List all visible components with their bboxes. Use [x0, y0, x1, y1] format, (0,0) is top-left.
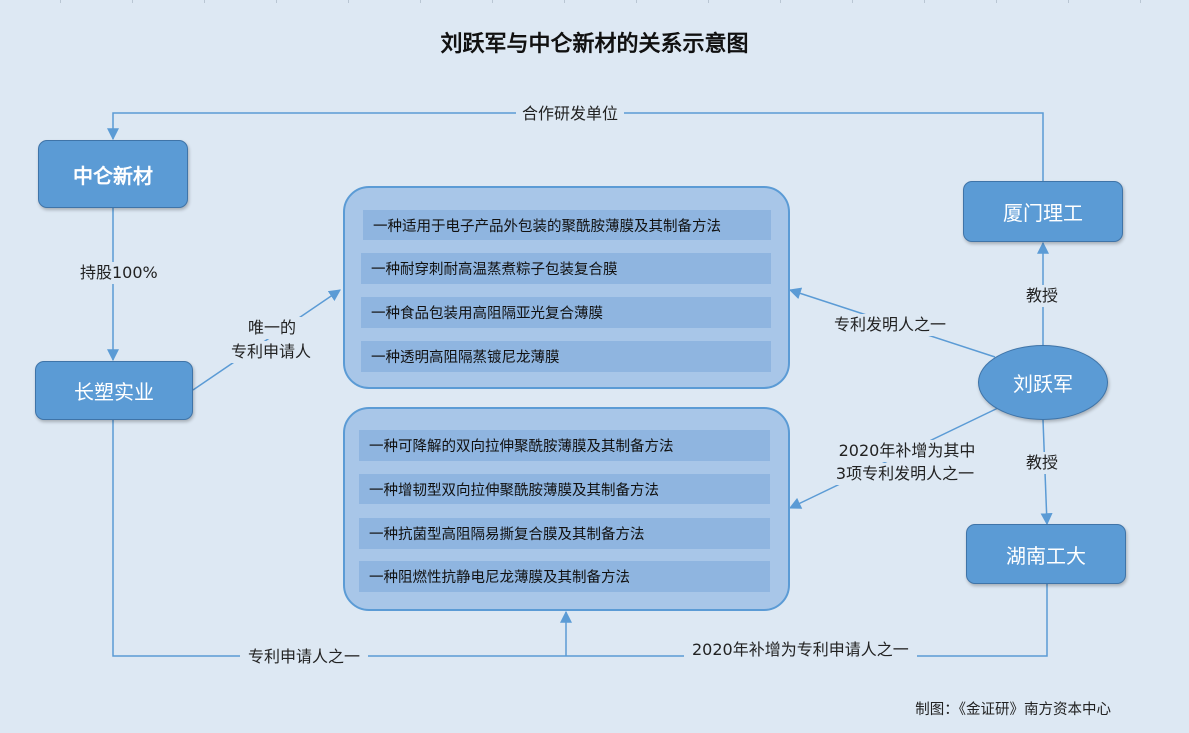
patent-item: 一种抗菌型高阻隔易撕复合膜及其制备方法	[359, 518, 770, 549]
label-inventor: 专利发明人之一	[830, 314, 951, 336]
credit-text: 制图：《金证研》南方资本中心	[915, 702, 1111, 718]
patent-item: 一种食品包装用高阻隔亚光复合薄膜	[361, 297, 771, 328]
node-liu: 刘跃军	[978, 345, 1108, 420]
applicant-line-left	[112, 420, 566, 657]
label-added-inventor-1: 2020年补增为其中	[830, 440, 984, 462]
patent-panel-1: 一种适用于电子产品外包装的聚酰胺薄膜及其制备方法 一种耐穿刺耐高温蒸煮粽子包装复…	[343, 186, 790, 389]
patent-panel-2: 一种可降解的双向拉伸聚酰胺薄膜及其制备方法 一种增韧型双向拉伸聚酰胺薄膜及其制备…	[343, 407, 790, 611]
grid-tick	[636, 0, 637, 3]
grid-tick	[348, 0, 349, 3]
diagram-title: 刘跃军与中仑新材的关系示意图	[440, 32, 749, 57]
grid-tick	[564, 0, 565, 3]
label-applicant-one: 专利申请人之一	[240, 646, 369, 668]
node-xiamen: 厦门理工	[963, 181, 1123, 242]
grid-tick	[1068, 0, 1069, 3]
node-changsu: 长塑实业	[35, 361, 193, 420]
label-cooperation: 合作研发单位	[516, 103, 625, 125]
patent-item: 一种阻燃性抗静电尼龙薄膜及其制备方法	[359, 561, 770, 592]
label-added-applicant: 2020年补增为专利申请人之一	[684, 639, 917, 661]
grid-tick	[420, 0, 421, 3]
grid-tick	[132, 0, 133, 3]
node-hunan: 湖南工大	[966, 524, 1126, 584]
grid-tick	[204, 0, 205, 3]
label-holding: 持股100%	[78, 262, 160, 284]
label-professor-2: 教授	[1022, 452, 1063, 474]
sole-applicant-line	[192, 289, 341, 391]
grid-tick	[1140, 0, 1141, 3]
grid-tick	[276, 0, 277, 3]
patent-item: 一种透明高阻隔蒸镀尼龙薄膜	[361, 341, 771, 372]
label-professor-1: 教授	[1022, 285, 1063, 307]
label-added-inventor-2: 3项专利发明人之一	[826, 463, 984, 485]
patent-item: 一种适用于电子产品外包装的聚酰胺薄膜及其制备方法	[363, 210, 771, 240]
patent-item: 一种可降解的双向拉伸聚酰胺薄膜及其制备方法	[359, 430, 770, 461]
grid-tick	[60, 0, 61, 3]
label-sole-applicant-1: 唯一的	[240, 317, 304, 339]
grid-tick	[924, 0, 925, 3]
grid-tick	[996, 0, 997, 3]
grid-tick	[492, 0, 493, 3]
patent-item: 一种耐穿刺耐高温蒸煮粽子包装复合膜	[361, 253, 771, 284]
grid-tick	[708, 0, 709, 3]
label-sole-applicant-2: 专利申请人	[226, 341, 316, 363]
node-zhonglun: 中仑新材	[38, 140, 188, 208]
grid-tick	[780, 0, 781, 3]
patent-item: 一种增韧型双向拉伸聚酰胺薄膜及其制备方法	[359, 474, 770, 504]
grid-tick	[852, 0, 853, 3]
